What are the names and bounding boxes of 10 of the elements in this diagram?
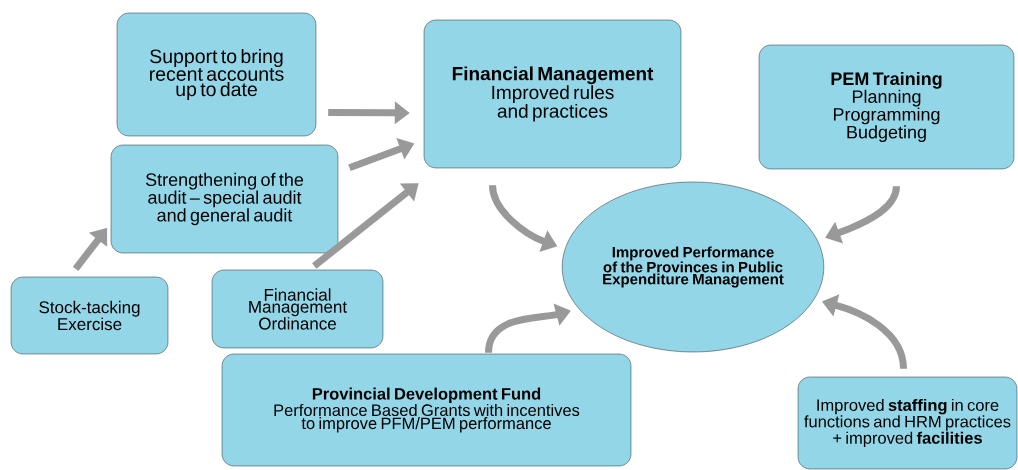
process-box: Financial Management Improved rules and practices: [423, 19, 682, 169]
process-box: PEM Training Planning Programming Budgeting: [758, 44, 1015, 170]
process-box: Support to bring recent accounts up to date: [116, 12, 317, 137]
process-box: Financial Management Ordinance: [211, 269, 384, 349]
process-box: Strengthening of the audit – special audit and general audit: [110, 144, 339, 254]
process-box: Stock-tacking Exercise: [10, 276, 169, 355]
arrow: [72, 228, 108, 271]
process-box: Provincial Development Fund Performance Based Grants with incentives to improve PFM/PEM performance: [221, 353, 632, 467]
arrow: [312, 183, 419, 269]
process-box: Improved staffing in core functions and HRM practices + improved facilities: [797, 376, 1018, 470]
